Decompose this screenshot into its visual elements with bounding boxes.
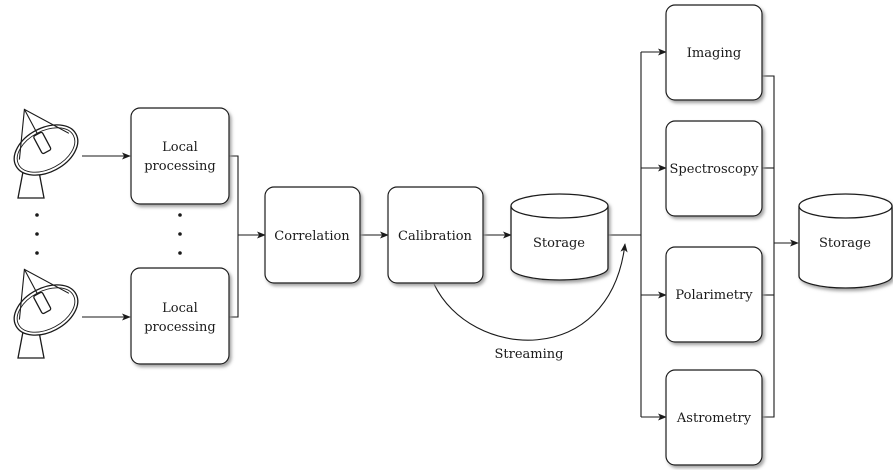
radio-telescope-icon — [13, 108, 79, 199]
polarimetry-node: Polarimetry — [665, 246, 763, 343]
calibration-label: Calibration — [398, 229, 473, 244]
connectors — [82, 48, 799, 421]
imaging-label: Imaging — [687, 46, 741, 61]
local-processing-bottom-line2: processing — [144, 320, 216, 335]
telescope-ellipsis — [35, 213, 39, 255]
streaming-label: Streaming — [495, 347, 564, 362]
storage-intermediate-node — [510, 193, 609, 281]
astrometry-node: Astrometry — [665, 369, 763, 466]
astrometry-label: Astrometry — [676, 411, 752, 426]
processing-ellipsis — [178, 213, 182, 255]
spectroscopy-node: Spectroscopy — [665, 120, 763, 217]
storage-intermediate-label: Storage — [533, 236, 585, 251]
local-processing-bottom-line1: Local — [162, 301, 198, 316]
imaging-node: Imaging — [665, 4, 763, 101]
correlation-node: Correlation — [264, 186, 361, 284]
storage-final-label: Storage — [819, 236, 871, 251]
spectroscopy-label: Spectroscopy — [670, 162, 760, 177]
local-processing-top-node: Local processing — [130, 107, 230, 205]
calibration-node: Calibration — [387, 186, 484, 284]
local-processing-bottom-node: Local processing — [130, 267, 230, 365]
storage-final-node — [798, 193, 893, 289]
local-processing-top-line1: Local — [162, 140, 198, 155]
correlation-label: Correlation — [274, 229, 350, 244]
local-processing-top-line2: processing — [144, 159, 216, 174]
radio-telescope-icon — [13, 268, 79, 359]
polarimetry-label: Polarimetry — [675, 288, 753, 303]
